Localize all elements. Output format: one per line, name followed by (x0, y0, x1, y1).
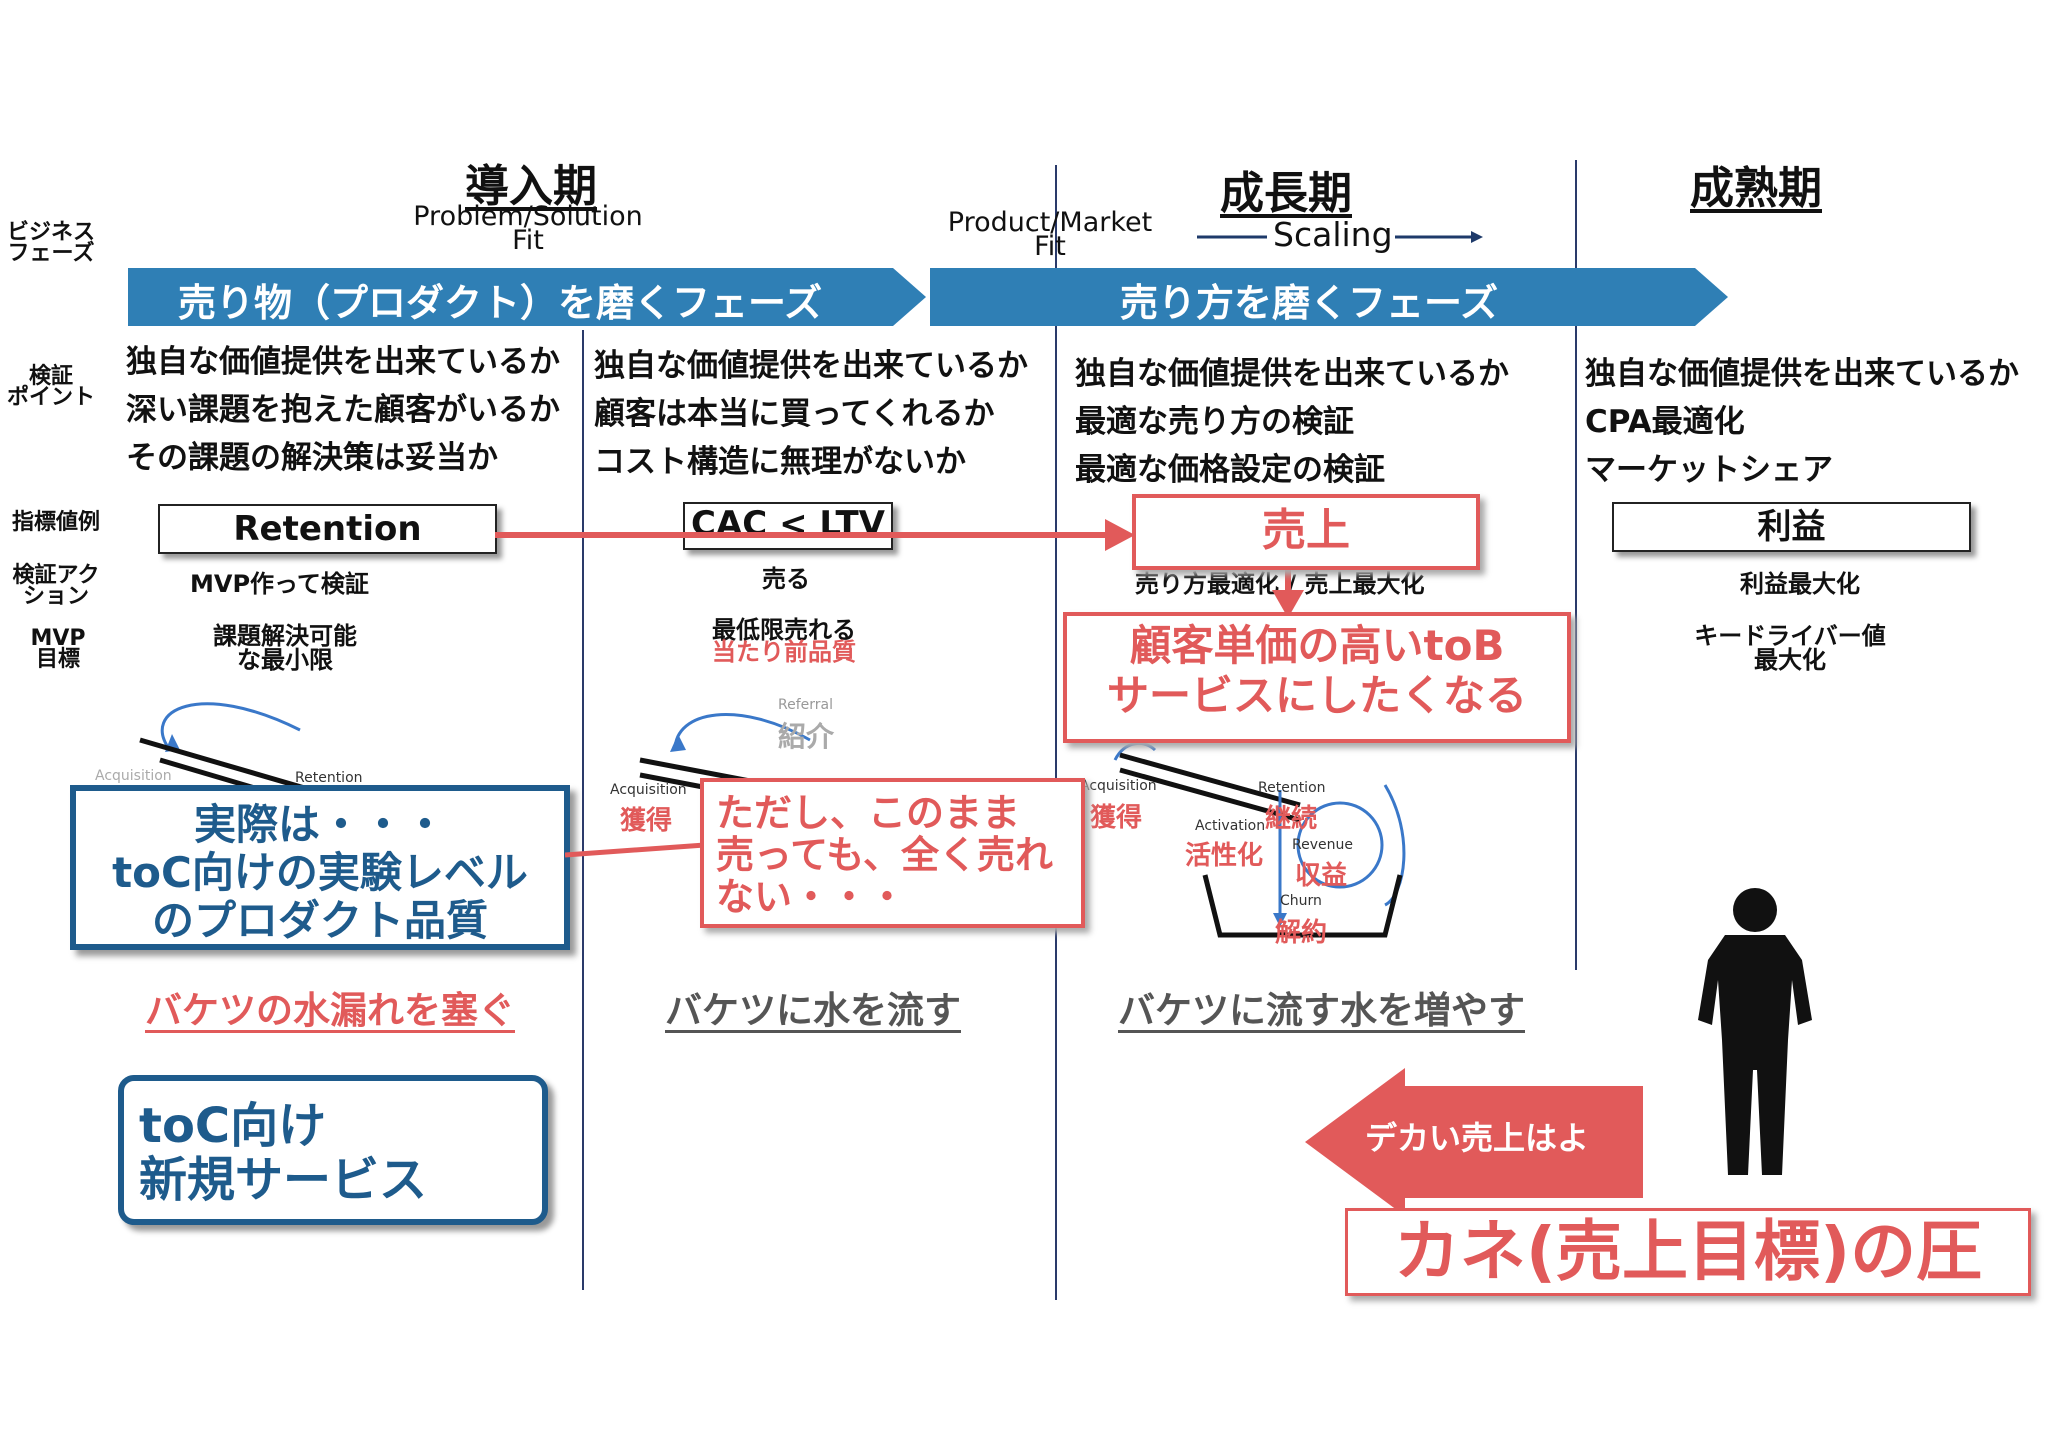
checkpoint-item: 最適な売り方の検証 (1075, 404, 1354, 440)
funnel-acquisition-label-col3: Acquisition (1080, 778, 1157, 794)
checkpoint-item: コスト構造に無理がないか (594, 444, 966, 480)
checkpoint-item: 最適な価格設定の検証 (1075, 452, 1385, 488)
funnel-retention-label-col3: Retention (1258, 780, 1326, 796)
checkpoints-col1: 独自な価値提供を出来ているか 深い課題を抱えた顧客がいるか その課題の解決策は妥… (126, 338, 560, 482)
mvp-goal-col1: 課題解決可能 な最小限 (213, 622, 357, 674)
checkpoint-item: 独自な価値提供を出来ているか (1585, 356, 2019, 392)
reality-to-however-connector (565, 842, 705, 858)
checkpoint-item: その課題の解決策は妥当か (126, 440, 498, 476)
checkpoint-item: マーケットシェア (1585, 452, 1833, 488)
action-col4: 利益最大化 (1740, 570, 1860, 598)
banner-product-phase: 売り物（プロダクト）を磨くフェーズ (128, 268, 928, 326)
funnel-retention-label-col1: Retention (295, 770, 363, 786)
checkpoint-item: 独自な価値提供を出来ているか (126, 344, 560, 380)
checkpoints-col2: 独自な価値提供を出来ているか 顧客は本当に買ってくれるか コスト構造に無理がない… (594, 342, 1028, 486)
person-silhouette-icon (1698, 888, 1812, 1175)
fit-problem-solution: Problem/Solution Fit (413, 201, 643, 256)
mvp-goal-col2-b: 当たり前品質 (712, 638, 856, 666)
bucket-caption-col1: バケツの水漏れを塞ぐ (145, 989, 515, 1032)
scaling-arrow: Scaling (1195, 215, 1485, 255)
banner-arrow-shape (128, 268, 926, 326)
scaling-arrow-icon (1197, 231, 1483, 243)
funnel-churn-label-col3: Churn (1280, 893, 1322, 909)
callout-reality: 実際は・・・ toC向けの実験レベル のプロダクト品質 (70, 785, 570, 950)
callout-tob: 顧客単価の高いtoB サービスにしたくなる (1063, 612, 1571, 743)
funnel-revenue-jp-col3: 収益 (1295, 861, 1348, 891)
funnel-acquisition-jp-col3: 獲得 (1090, 803, 1143, 833)
metric-profit: 利益 (1612, 502, 1971, 552)
row-label-metric: 指標値例 (11, 510, 100, 535)
phase-title-mature: 成熟期 (1690, 163, 1822, 214)
funnel-referral-label-col2: Referral (778, 697, 833, 713)
bucket-caption-col2: バケツに水を流す (665, 989, 961, 1032)
checkpoints-col4: 独自な価値提供を出来ているか CPA最適化 マーケットシェア (1585, 350, 2019, 494)
funnel-diagram-col3 (1113, 741, 1406, 938)
mvp-goal-col4: キードライバー値 最大化 (1694, 622, 1886, 674)
checkpoint-item: 独自な価値提供を出来ているか (1075, 356, 1509, 392)
checkpoint-item: 独自な価値提供を出来ているか (594, 348, 1028, 384)
funnel-revenue-label-col3: Revenue (1292, 837, 1353, 853)
retention-to-sales-arrow (495, 519, 1135, 551)
callout-pressure: カネ(売上目標)の圧 (1345, 1208, 2031, 1296)
divider-3 (1575, 160, 1577, 970)
banner-arrow-shape (930, 268, 1728, 326)
checkpoint-item: 深い課題を抱えた顧客がいるか (126, 392, 560, 428)
big-sales-arrow: デカい売上はよ (1305, 1068, 1643, 1216)
callout-toc-new: toC向け 新規サービス (118, 1075, 548, 1225)
row-label-action: 検証アク ション (12, 563, 100, 609)
phase-title-growth: 成長期 (1220, 168, 1352, 219)
funnel-acquisition-label-col2: Acquisition (610, 782, 687, 798)
row-label-mvp: MVP 目標 (30, 626, 86, 672)
checkpoints-col3: 独自な価値提供を出来ているか 最適な売り方の検証 最適な価格設定の検証 (1075, 350, 1509, 494)
bucket-caption-col3: バケツに流す水を増やす (1118, 989, 1525, 1032)
funnel-referral-jp-col2: 紹介 (778, 720, 835, 753)
fit-product-market: Product/Market Fit (947, 207, 1153, 262)
checkpoint-item: CPA最適化 (1585, 404, 1745, 440)
divider-1 (582, 330, 584, 1290)
mvp-goal-col2-a: 最低限売れる (712, 616, 856, 644)
action-col1: MVP作って検証 (190, 570, 369, 598)
banner-product-label: 売り物（プロダクト）を磨くフェーズ (178, 281, 823, 325)
left-arrow-icon (1305, 1068, 1643, 1216)
banner-sales-phase: 売り方を磨くフェーズ (930, 268, 1730, 326)
funnel-acquisition-jp-col2: 獲得 (620, 806, 673, 836)
metric-sales: 売上 (1132, 494, 1480, 570)
checkpoint-item: 顧客は本当に買ってくれるか (594, 396, 995, 432)
funnel-acquisition-label-col1: Acquisition (95, 768, 172, 784)
banner-sales-label: 売り方を磨くフェーズ (1120, 281, 1499, 325)
row-label-phase: ビジネス フェーズ (6, 220, 95, 266)
scaling-label: Scaling (1273, 215, 1393, 254)
metric-retention: Retention (158, 504, 497, 554)
callout-however: ただし、このまま 売っても、全く売れ ない・・・ (700, 778, 1085, 928)
divider-2 (1055, 165, 1057, 1300)
action-col2: 売る (762, 565, 810, 593)
phase-title-intro: 導入期 (465, 161, 597, 212)
row-label-check: 検証 ポイント (6, 364, 95, 410)
big-sales-label: デカい売上はよ (1365, 1119, 1590, 1157)
funnel-activation-label-col3: Activation (1195, 818, 1266, 834)
funnel-retention-jp-col3: 継続 (1265, 804, 1318, 834)
funnel-activation-jp-col3: 活性化 (1185, 841, 1264, 871)
funnel-churn-jp-col3: 解約 (1275, 918, 1328, 948)
